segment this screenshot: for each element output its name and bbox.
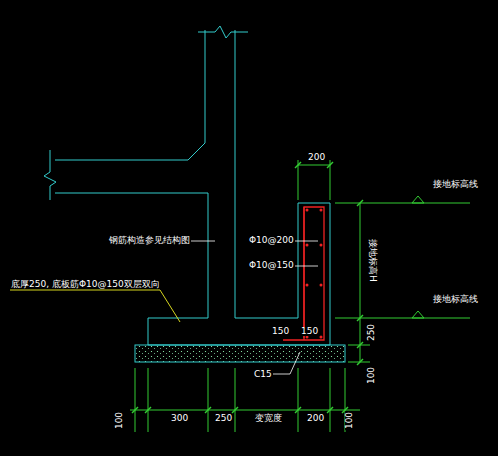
dimension: 200	[306, 414, 325, 423]
rebar-label: Φ10@200	[248, 236, 295, 245]
dimension: 300	[170, 414, 189, 423]
dimension: 250	[214, 414, 233, 423]
note-label: 底厚250, 底板筋Φ10@150双层双向	[10, 280, 161, 289]
material-label: C15	[253, 370, 273, 379]
dimension: 100	[368, 365, 377, 384]
dimension: 100	[346, 410, 355, 429]
dimension: 变宽度	[254, 414, 283, 423]
dimension: 250	[368, 322, 377, 341]
dimension: 100	[116, 410, 125, 429]
rebar-label: Φ10@150	[248, 261, 295, 270]
dimension: 接地标高H	[368, 238, 377, 283]
dimension: 150	[271, 327, 290, 336]
note-label: 钢筋构造参见结构图	[108, 236, 191, 245]
dimension: 200	[307, 153, 326, 162]
elevation-note: 接地标高线	[432, 180, 479, 189]
elevation-note: 接地标高线	[432, 295, 479, 304]
dimension: 150	[300, 327, 319, 336]
